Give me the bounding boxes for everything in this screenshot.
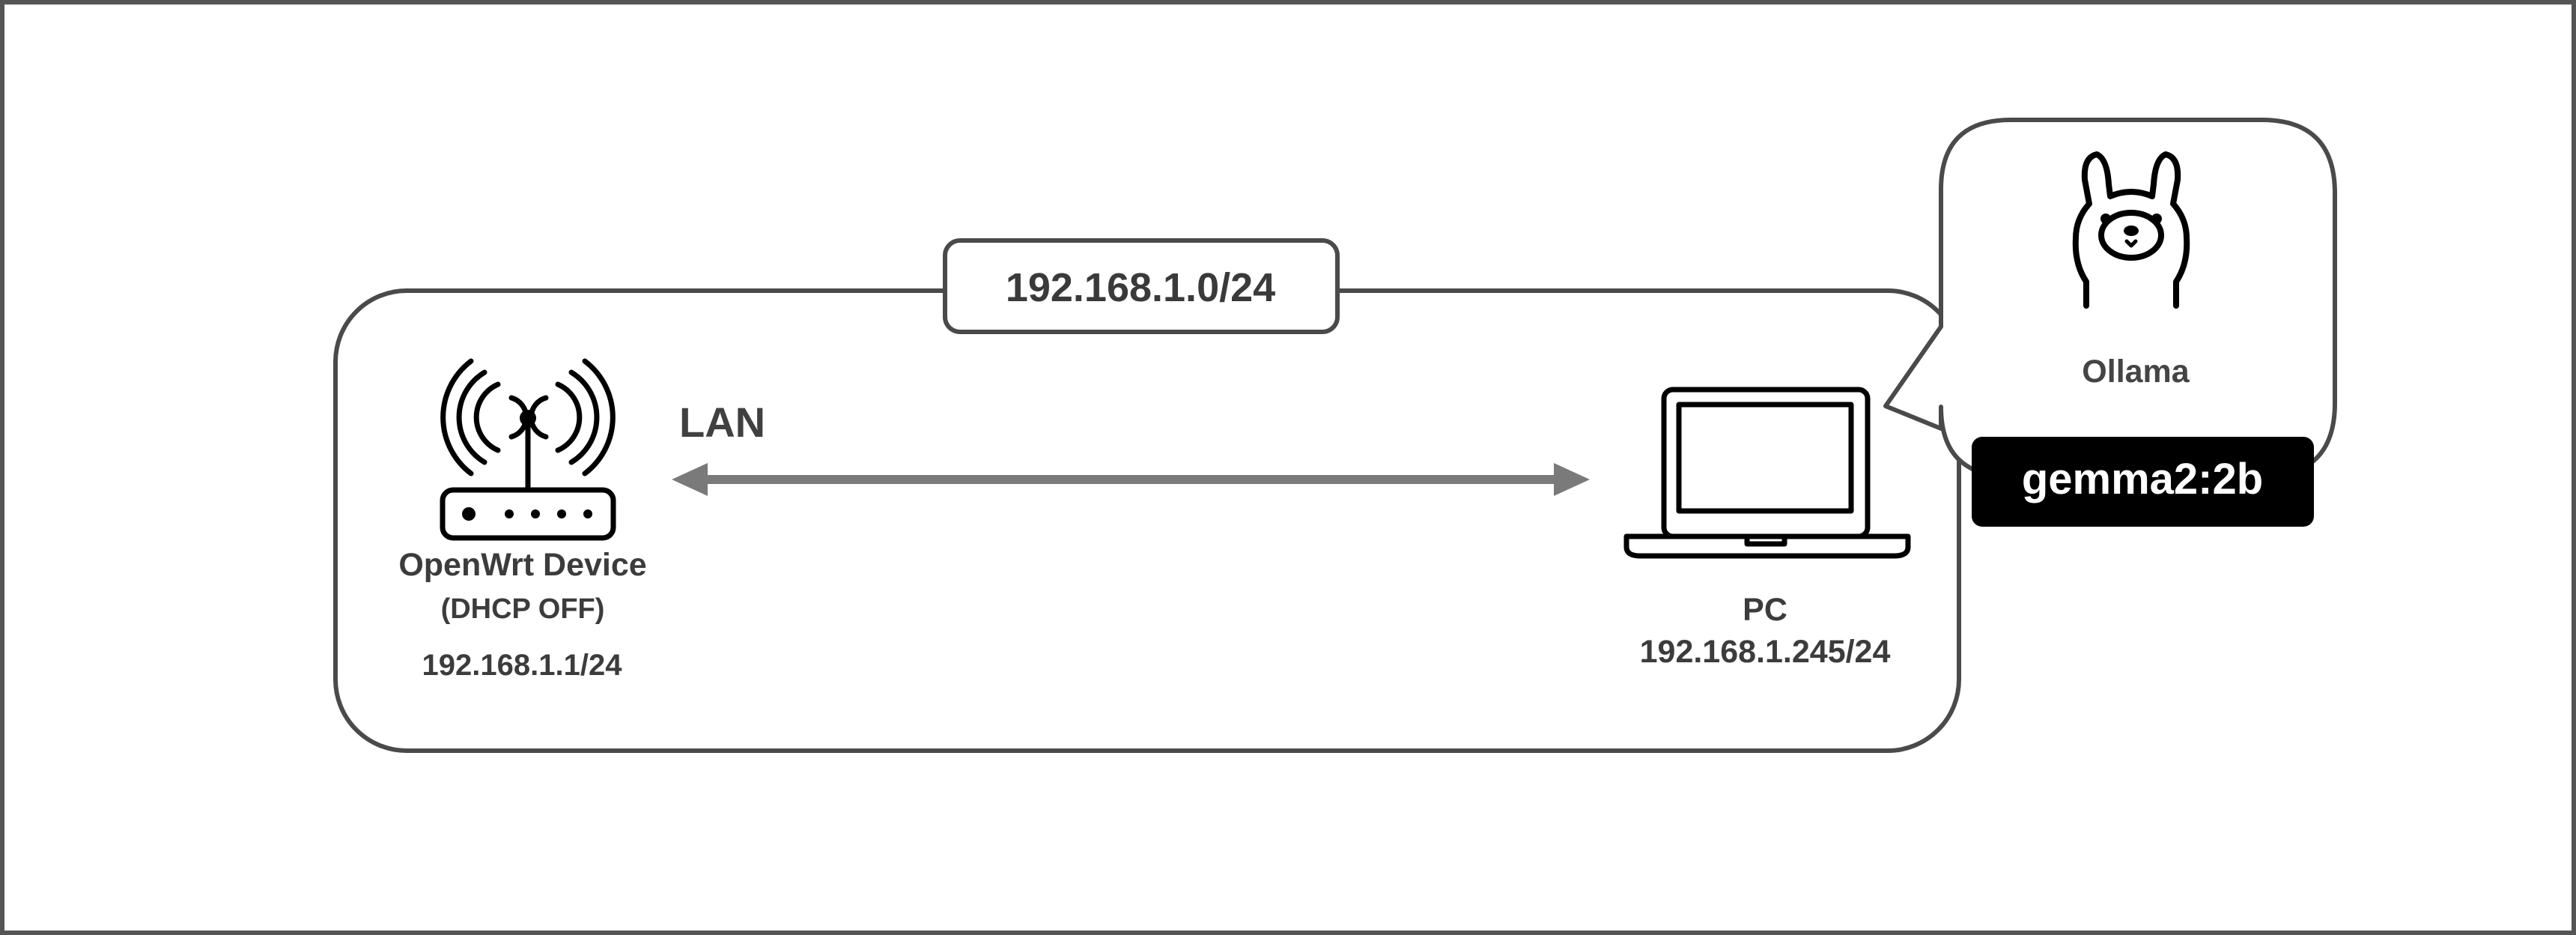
pc-name: PC — [1743, 592, 1787, 628]
laptop-icon — [1623, 387, 1911, 559]
lan-link-arrow — [672, 463, 1590, 496]
lan-label: LAN — [679, 399, 766, 446]
router-dhcp-note: (DHCP OFF) — [440, 593, 605, 625]
subnet-label: 192.168.1.0/24 — [1005, 265, 1276, 310]
ollama-name: Ollama — [2082, 354, 2190, 390]
pc-ip: 192.168.1.245/24 — [1639, 634, 1891, 670]
router-name: OpenWrt Device — [398, 547, 647, 583]
subnet-label-box — [943, 238, 1340, 334]
llama-icon — [2072, 151, 2190, 309]
model-badge — [1972, 437, 2314, 527]
wifi-router-icon — [440, 358, 616, 541]
router-ip: 192.168.1.1/24 — [422, 649, 622, 682]
model-label: gemma2:2b — [2021, 455, 2264, 503]
